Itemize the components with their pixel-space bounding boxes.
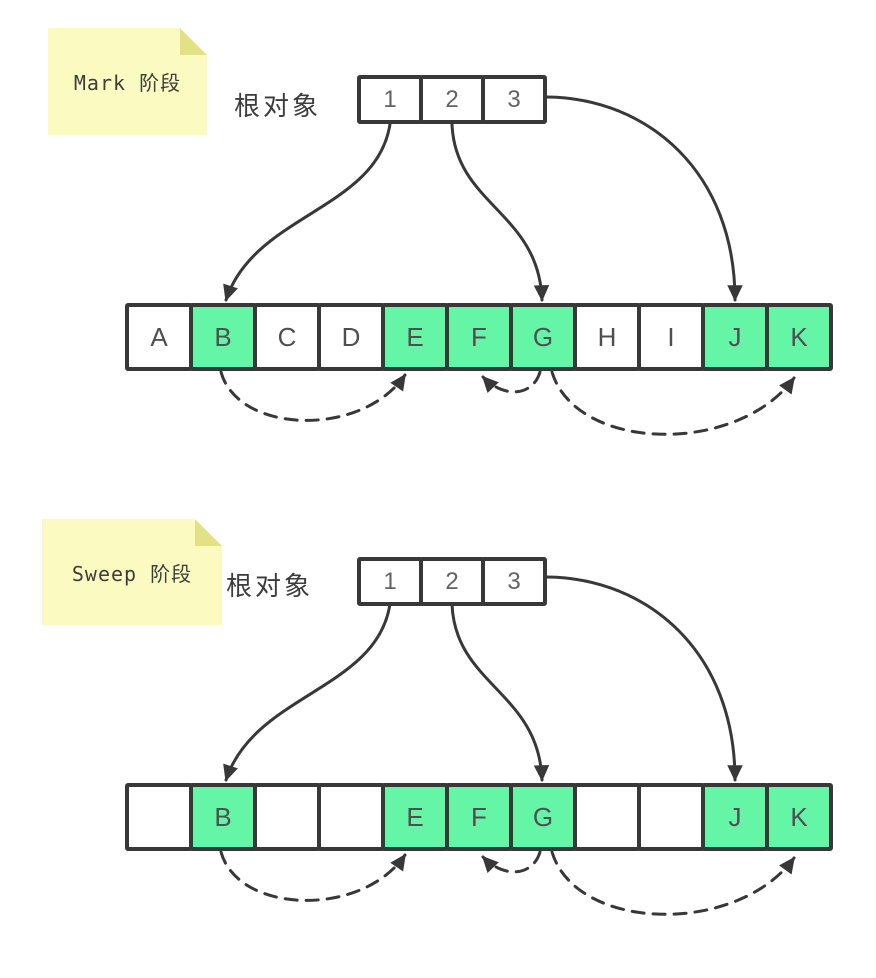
heap-cell-label: G [532,801,554,832]
heap-cell-label: A [150,321,168,352]
sweep-phase-arrows [221,577,794,914]
root-cell-label: 2 [445,85,459,113]
root-cell-label: 2 [445,567,459,595]
heap-cell-label: B [214,321,232,352]
heap-cell-b: B [189,303,257,371]
sweep-phase-note: Sweep 阶段 [42,519,222,625]
heap-cell-empty [317,783,385,851]
heap-cell-c: C [253,303,321,371]
mark-phase-note: Mark 阶段 [48,28,207,135]
root-cell-1: 1 [357,557,423,606]
edge-root1-to-b [223,122,392,302]
heap-cell-label: D [341,321,361,352]
heap-cell-empty [637,783,705,851]
root-cell-2: 2 [419,75,485,124]
root-cell-label: 3 [507,567,521,595]
heap-cell-label: E [406,801,424,832]
sweep-root-row: 1 2 3 [357,557,547,606]
heap-cell-b: B [189,783,257,851]
mark-heap-row: A B C D E F G H I J K [125,303,833,371]
heap-cell-h: H [573,303,641,371]
sweep-heap-row: B E F G J K [125,783,833,851]
heap-cell-k: K [765,303,833,371]
heap-cell-e: E [381,303,449,371]
heap-cell-label: I [667,321,675,352]
heap-cell-label: F [471,321,487,352]
sweep-phase-note-label: Sweep 阶段 [71,561,193,586]
edge-g-to-k [550,370,796,436]
root-cell-label: 1 [383,85,397,113]
heap-cell-label: E [406,321,424,352]
heap-cell-a: A [125,303,193,371]
heap-cell-label: C [277,321,297,352]
heap-cell-d: D [317,303,385,371]
heap-cell-label: K [790,801,808,832]
heap-cell-f: F [445,303,513,371]
heap-cell-label: B [214,801,232,832]
root-cell-3: 3 [481,557,547,606]
heap-cell-k: K [765,783,833,851]
root-cell-label: 3 [507,85,521,113]
heap-cell-label: F [471,801,487,832]
root-cell-2: 2 [419,557,485,606]
heap-cell-empty [125,783,193,851]
note-fold-corner [180,28,207,55]
heap-cell-empty [573,783,641,851]
heap-cell-label: H [597,321,617,352]
heap-cell-g: G [509,783,577,851]
heap-cell-label: G [532,321,554,352]
mark-phase-arrows [219,95,796,436]
root-cell-3: 3 [481,75,547,124]
edge-root3-to-j [545,95,743,302]
mark-root-row: 1 2 3 [357,75,547,124]
heap-cell-f: F [445,783,513,851]
root-cell-label: 1 [383,567,397,595]
edge-root2-to-g [450,122,550,302]
heap-cell-j: J [701,783,769,851]
heap-cell-i: I [637,303,705,371]
mark-phase-note-label: Mark 阶段 [73,71,182,95]
note-fold-corner [195,519,222,546]
heap-cell-empty [253,783,321,851]
heap-cell-j: J [701,303,769,371]
heap-cell-label: J [728,321,742,352]
edge-b-to-e [219,370,407,422]
sweep-root-objects-label: 根对象 [226,571,314,601]
root-cell-1: 1 [357,75,423,124]
heap-cell-g: G [509,303,577,371]
heap-cell-e: E [381,783,449,851]
edge-g-to-f [481,370,542,394]
mark-root-objects-label: 根对象 [234,91,322,121]
heap-cell-label: J [728,801,742,832]
heap-cell-label: K [790,321,808,352]
